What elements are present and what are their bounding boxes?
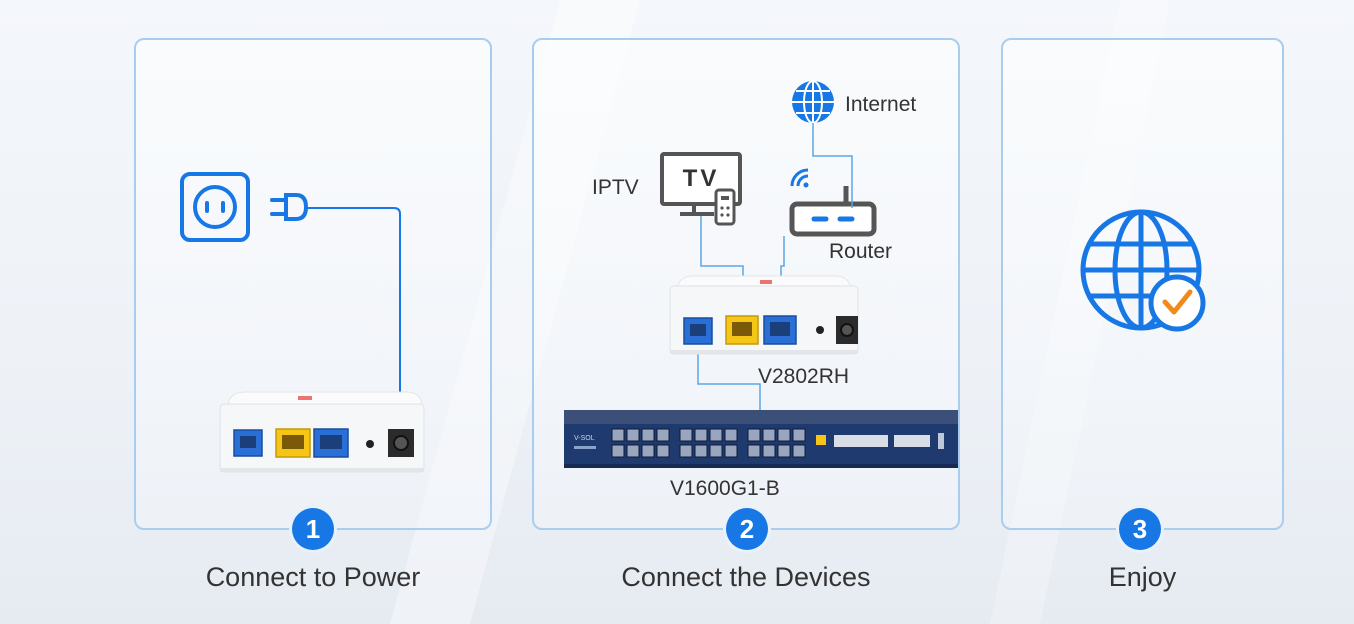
olt-sfp-port bbox=[792, 444, 806, 458]
tv-icon bbox=[660, 152, 742, 226]
step-2-panel: Internet TV IPTV Router bbox=[532, 38, 960, 550]
step-2-label: Connect the Devices bbox=[621, 562, 871, 592]
olt-sfp-port bbox=[709, 444, 723, 458]
power-cable bbox=[306, 207, 401, 432]
onu-device-image bbox=[669, 275, 859, 355]
olt-sfp-port bbox=[724, 428, 738, 442]
step-3-badge: 3 bbox=[1119, 508, 1161, 550]
olt-sfp-port bbox=[777, 428, 791, 442]
olt-sfp-port bbox=[777, 444, 791, 458]
olt-brand-label: V-SOL bbox=[574, 435, 595, 442]
olt-sfp-port bbox=[641, 444, 655, 458]
router-icon bbox=[789, 168, 877, 237]
step-2-badge: 2 bbox=[726, 508, 768, 550]
olt-sfp-port bbox=[626, 444, 640, 458]
router-label: Router bbox=[829, 240, 892, 263]
olt-sfp-port bbox=[611, 444, 625, 458]
onu-model-label: V2802RH bbox=[758, 365, 849, 388]
tv-label: TV bbox=[683, 165, 720, 192]
step-3-label: Enjoy bbox=[1108, 562, 1177, 592]
internet-globe-icon bbox=[792, 80, 834, 124]
olt-sfp-port bbox=[792, 428, 806, 442]
olt-sfp-port bbox=[747, 444, 761, 458]
power-socket-icon bbox=[180, 172, 250, 242]
olt-sfp-port bbox=[626, 428, 640, 442]
olt-sfp-port bbox=[694, 444, 708, 458]
globe-check-icon bbox=[1080, 209, 1206, 332]
olt-sfp-port bbox=[679, 444, 693, 458]
olt-sfp-port bbox=[641, 428, 655, 442]
olt-sfp-port bbox=[724, 444, 738, 458]
olt-sfp-port bbox=[747, 428, 761, 442]
olt-sfp-port bbox=[656, 444, 670, 458]
olt-sfp-port bbox=[656, 428, 670, 442]
internet-label: Internet bbox=[845, 93, 916, 116]
step-1-panel: 1 bbox=[134, 38, 492, 550]
olt-device-image: V-SOL bbox=[564, 410, 958, 468]
olt-sfp-port bbox=[762, 444, 776, 458]
olt-model-label: V1600G1-B bbox=[670, 477, 780, 500]
power-plug-icon bbox=[270, 193, 309, 221]
olt-sfp-port bbox=[709, 428, 723, 442]
olt-sfp-port bbox=[679, 428, 693, 442]
iptv-label: IPTV bbox=[592, 176, 639, 199]
step-1-badge: 1 bbox=[292, 508, 334, 550]
olt-sfp-port bbox=[762, 428, 776, 442]
olt-sfp-port bbox=[694, 428, 708, 442]
step-3-panel: 3 bbox=[1001, 38, 1284, 550]
olt-sfp-port bbox=[611, 428, 625, 442]
onu-device-image bbox=[219, 391, 425, 473]
step-1-label: Connect to Power bbox=[205, 562, 421, 592]
